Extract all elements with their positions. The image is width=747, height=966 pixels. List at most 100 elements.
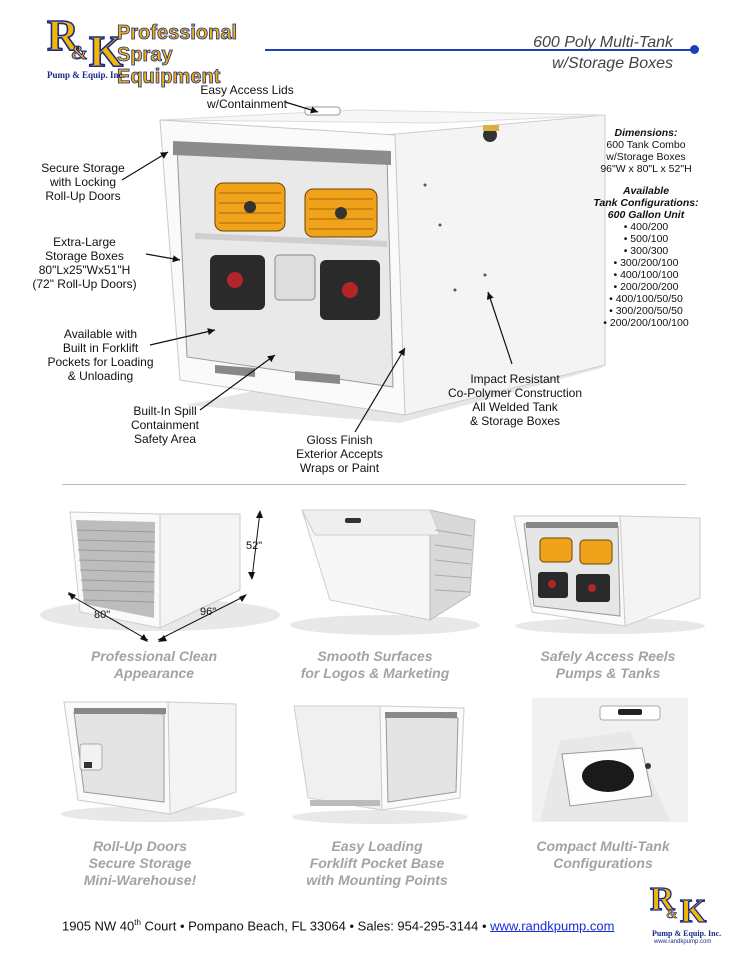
photo-closed-unit <box>40 510 280 642</box>
callout-line: Co-Polymer Construction <box>447 386 583 400</box>
section-divider <box>62 484 686 485</box>
logo-line-2: Spray Equipment <box>117 44 221 89</box>
callout-storage-boxes: Extra-Large Storage Boxes 80"Lx25"Wx51"H… <box>22 235 147 291</box>
header-rule-dot <box>690 45 699 54</box>
config-heading-line: Tank Configurations: <box>593 197 699 209</box>
callout-line: Available with <box>63 327 138 341</box>
caption-line: Smooth Surfaces <box>317 648 433 664</box>
main-product-image <box>159 106 606 423</box>
callout-line: Impact Resistant <box>470 372 560 386</box>
dimension-line: w/Storage Boxes <box>606 151 686 163</box>
callout-line: 80"Lx25"Wx51"H <box>38 263 131 277</box>
caption-line: Mini-Warehouse! <box>83 872 197 888</box>
list-item: • 300/200/50/50 <box>609 305 683 317</box>
callout-line: (72" Roll-Up Doors) <box>32 277 137 291</box>
caption-line: Secure Storage <box>88 855 192 871</box>
dimensions-heading: Dimensions: <box>614 127 678 139</box>
callout-gloss-finish: Gloss Finish Exterior Accepts Wraps or P… <box>282 433 397 475</box>
callout-line: Built in Forklift <box>62 341 139 355</box>
callout-line: & Unloading <box>67 369 134 383</box>
caption-compact-multi-tank: Compact Multi-Tank Configurations <box>503 838 703 872</box>
list-item: • 400/200 <box>623 221 669 233</box>
title-line-2: w/Storage Boxes <box>552 55 673 72</box>
callout-line: Containment <box>130 418 200 432</box>
caption-professional-clean: Professional Clean Appearance <box>54 648 254 682</box>
config-heading-line: 600 Gallon Unit <box>607 209 685 221</box>
photo-multi-tank-lids <box>532 698 688 822</box>
logo-line-1: Professional <box>117 22 238 45</box>
list-item: • 500/100 <box>623 233 669 245</box>
callout-line: Built-In Spill <box>133 404 197 418</box>
caption-easy-loading: Easy Loading Forklift Pocket Base with M… <box>277 838 477 889</box>
dimension-line: 96"W x 80"L x 52"H <box>600 163 692 175</box>
address-ordinal: th <box>134 918 141 927</box>
config-list: • 400/200 • 500/100 • 300/300 • 300/200/… <box>583 221 709 329</box>
callout-line: All Welded Tank <box>472 400 558 414</box>
caption-line: Configurations <box>553 855 653 871</box>
photo-reels-pumps <box>513 515 705 634</box>
callout-line: Wraps or Paint <box>299 461 380 475</box>
list-item: • 300/300 <box>623 245 669 257</box>
photo-forklift-base <box>292 705 468 824</box>
website-link[interactable]: www.randkpump.com <box>490 918 615 934</box>
header-rule <box>265 49 695 51</box>
caption-line: Professional Clean <box>90 648 218 664</box>
caption-safely-access: Safely Access Reels Pumps & Tanks <box>508 648 708 682</box>
callout-line: with Locking <box>49 175 117 189</box>
dim-length-label: 80" <box>94 609 111 621</box>
footer-logo-subtitle: Pump & Equip. Inc. <box>652 929 722 938</box>
callout-line: w/Containment <box>206 97 288 111</box>
title-line-1: 600 Poly Multi-Tank <box>533 34 673 51</box>
dimension-line: 600 Tank Combo <box>606 139 686 151</box>
caption-rollup-doors: Roll-Up Doors Secure Storage Mini-Wareho… <box>40 838 240 889</box>
config-heading-line: Available <box>622 185 670 197</box>
list-item: • 400/100/50/50 <box>609 293 683 305</box>
logo-letter-k: K <box>88 27 124 76</box>
footer-logo-letter-r: R <box>649 881 675 918</box>
callout-line: Secure Storage <box>41 161 125 175</box>
footer-logo: R & K Pump & Equip. Inc. www.randkpump.c… <box>649 881 722 945</box>
caption-line: with Mounting Points <box>306 872 448 888</box>
callout-impact-resistant: Impact Resistant Co-Polymer Construction… <box>440 372 590 428</box>
caption-line: Pumps & Tanks <box>555 665 661 681</box>
list-item: • 300/200/100 <box>613 257 679 269</box>
spec-panel: Dimensions: 600 Tank Combo w/Storage Box… <box>583 127 709 329</box>
list-item: • 200/200/200 <box>613 281 679 293</box>
callout-line: Storage Boxes <box>45 249 124 263</box>
callout-access-lids: Easy Access Lids w/Containment <box>182 83 312 111</box>
caption-line: for Logos & Marketing <box>300 665 450 681</box>
caption-line: Roll-Up Doors <box>92 838 188 854</box>
callout-line: Gloss Finish <box>306 433 373 447</box>
caption-line: Safely Access Reels <box>540 648 676 664</box>
footer-logo-web: www.randkpump.com <box>654 939 712 945</box>
caption-line: Forklift Pocket Base <box>309 855 445 871</box>
page-title: 600 Poly Multi-Tank w/Storage Boxes <box>533 32 673 74</box>
caption-line: Appearance <box>113 665 195 681</box>
callout-line: Extra-Large <box>53 235 116 249</box>
callout-line: Pockets for Loading <box>47 355 154 369</box>
caption-line: Easy Loading <box>331 838 423 854</box>
caption-smooth-surfaces: Smooth Surfaces for Logos & Marketing <box>275 648 475 682</box>
callout-line: Easy Access Lids <box>200 83 294 97</box>
logo-subtitle: Pump & Equip. Inc. <box>47 70 125 80</box>
logo-letter-r: R <box>46 11 79 60</box>
footer-address: 1905 NW 40th Court • Pompano Beach, FL 3… <box>62 918 614 933</box>
callout-line: & Storage Boxes <box>469 414 561 428</box>
company-logo: R & K Professional Spray Equipment Pump … <box>46 11 277 89</box>
footer-logo-letter-k: K <box>679 893 707 930</box>
address-part-1: 1905 NW 40 <box>62 918 135 934</box>
callout-forklift: Available with Built in Forklift Pockets… <box>38 327 163 383</box>
dim-width-label: 96" <box>200 606 217 618</box>
callout-line: Safety Area <box>133 432 197 446</box>
callout-line: Roll-Up Doors <box>45 189 121 203</box>
callout-spill-containment: Built-In Spill Containment Safety Area <box>110 404 220 446</box>
callout-secure-storage: Secure Storage with Locking Roll-Up Door… <box>28 161 138 203</box>
photo-smooth-surfaces <box>290 509 480 635</box>
logo-ampersand: & <box>71 42 89 65</box>
address-part-2: Court • Pompano Beach, FL 33064 • Sales:… <box>140 918 491 934</box>
caption-line: Compact Multi-Tank <box>536 838 670 854</box>
photo-rollup-doors <box>61 701 245 822</box>
list-item: • 200/200/100/100 <box>603 317 689 329</box>
callout-line: Exterior Accepts <box>296 447 383 461</box>
logo-wordmark: Professional Spray Equipment <box>117 22 277 89</box>
